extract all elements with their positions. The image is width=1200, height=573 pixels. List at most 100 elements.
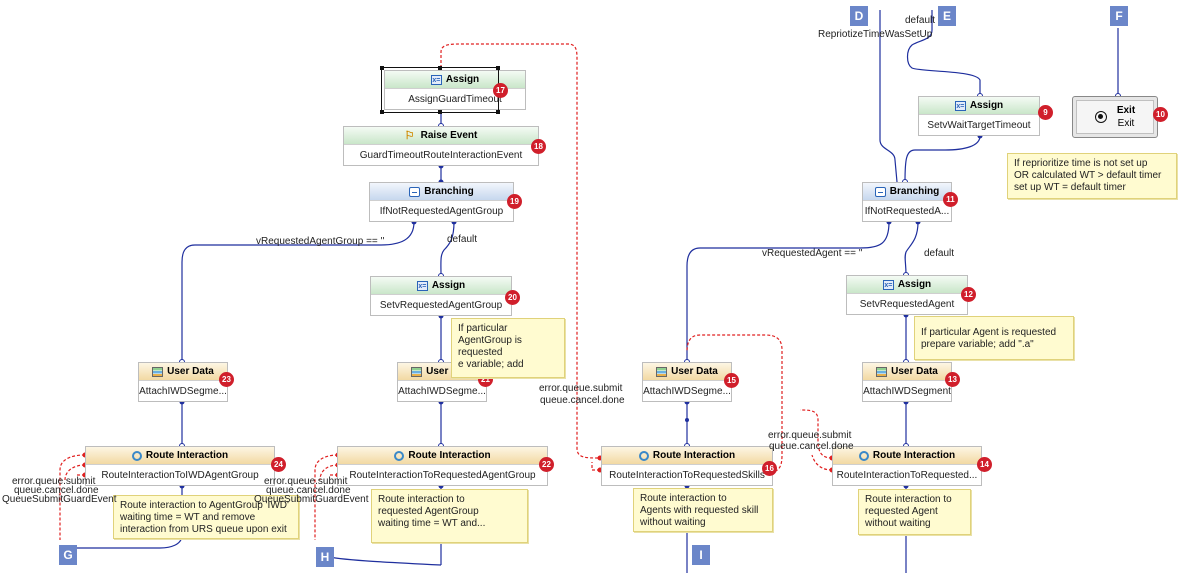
node-user-data-13[interactable]: User Data AttachIWDSegment: [862, 362, 952, 402]
node-user-data-23[interactable]: User Data AttachIWDSegme...: [138, 362, 228, 402]
node-badge: 17: [493, 83, 508, 98]
route-icon: [858, 450, 869, 461]
connector-h[interactable]: H: [316, 547, 334, 567]
route-icon: [638, 450, 649, 461]
error-label: QueueSubmitGuardEvent: [2, 494, 117, 505]
node-header: x=Assign: [371, 277, 511, 295]
error-label: error.queue.submit: [12, 476, 96, 487]
node-badge: 15: [724, 373, 739, 388]
node-header: User Data: [863, 363, 951, 381]
assign-icon: x=: [416, 280, 428, 291]
node-badge: 23: [219, 372, 234, 387]
error-label: queue.cancel.done: [14, 485, 99, 496]
node-assign-requested-agent-group[interactable]: x=Assign SetvRequestedAgentGroup: [370, 276, 512, 316]
default-label: default: [447, 234, 478, 245]
node-assign-guard-timeout[interactable]: x=Assign AssignGuardTimeout: [384, 70, 526, 110]
node-branching-agent-group[interactable]: Branching IfNotRequestedAgentGroup: [369, 182, 514, 222]
node-badge: 11: [943, 192, 958, 207]
node-assign-requested-agent[interactable]: x=Assign SetvRequestedAgent: [846, 275, 968, 315]
user-data-icon: [411, 366, 423, 377]
node-badge: 20: [505, 290, 520, 305]
node-name: RouteInteractionToRequestedAgentGroup: [349, 470, 536, 481]
error-label: error.queue.submit: [539, 383, 623, 394]
branching-icon: [409, 186, 421, 197]
node-header: Branching: [863, 183, 951, 201]
connector-g[interactable]: G: [59, 545, 77, 565]
user-data-icon: [152, 366, 164, 377]
error-label: queue.cancel.done: [266, 485, 351, 496]
node-badge: 22: [539, 457, 554, 472]
node-header: x=Assign: [385, 71, 525, 89]
node-header: Route Interaction: [86, 447, 274, 465]
user-data-icon: [656, 366, 668, 377]
error-label: queue.cancel.done: [540, 395, 625, 406]
note-agent-group: If particular AgentGroup is requested e …: [451, 318, 565, 378]
node-header: x=Assign: [919, 97, 1039, 115]
flag-icon: ⚐: [404, 129, 415, 142]
node-header: Route Interaction: [602, 447, 772, 465]
connector-f[interactable]: F: [1110, 6, 1128, 26]
node-name: SetvRequestedAgentGroup: [379, 300, 503, 311]
assign-icon: x=: [954, 100, 966, 111]
node-route-requested-agent-group[interactable]: Route Interaction RouteInteractionToRequ…: [337, 446, 548, 486]
assign-icon: x=: [430, 74, 442, 85]
node-branching-agent[interactable]: Branching IfNotRequestedA...: [862, 182, 952, 222]
node-name: RouteInteractionToRequested...: [836, 470, 978, 481]
node-badge: 18: [531, 139, 546, 154]
node-name: AttachIWDSegme...: [139, 386, 227, 397]
selection-frame: [380, 66, 500, 114]
node-badge: 24: [271, 457, 286, 472]
node-name: GuardTimeoutRouteInteractionEvent: [359, 150, 523, 161]
node-route-requested-agent[interactable]: Route Interaction RouteInteractionToRequ…: [832, 446, 982, 486]
node-header: x=Assign: [847, 276, 967, 294]
error-label: QueueSubmitGuardEvent: [254, 494, 369, 505]
node-name: IfNotRequestedAgentGroup: [379, 206, 504, 217]
route-icon: [131, 450, 142, 461]
node-user-data-15[interactable]: User Data AttachIWDSegme...: [642, 362, 732, 402]
node-header: Route Interaction: [338, 447, 547, 465]
note-route-24: Route interaction to AgentGroup 'IWD' wa…: [113, 495, 299, 539]
node-header: ⚐Raise Event: [344, 127, 538, 145]
node-header: Route Interaction: [833, 447, 981, 465]
node-badge: 12: [961, 287, 976, 302]
note-agent: If particular Agent is requested prepare…: [914, 316, 1074, 360]
route-icon: [394, 450, 405, 461]
node-badge: 14: [977, 457, 992, 472]
connector-i[interactable]: I: [692, 545, 710, 565]
condition-label: vRequestedAgent == '': [762, 248, 863, 259]
note-route-14: Route interaction to requested Agent wit…: [858, 489, 971, 535]
node-header: Branching: [370, 183, 513, 201]
note-route-16: Route interaction to Agents with request…: [633, 488, 773, 532]
node-name: RouteInteractionToRequestedSkills: [609, 470, 765, 481]
node-name: RouteInteractionToIWDAgentGroup: [101, 470, 259, 481]
node-header: User Data: [139, 363, 227, 381]
user-data-icon: [876, 366, 888, 377]
node-badge: 19: [507, 194, 522, 209]
error-label: error.queue.submit: [768, 430, 852, 441]
node-badge: 16: [762, 461, 777, 476]
note-timer: If reprioritize time is not set up OR ca…: [1007, 153, 1177, 199]
node-badge: 10: [1153, 107, 1168, 122]
node-route-requested-skills[interactable]: Route Interaction RouteInteractionToRequ…: [601, 446, 773, 486]
condition-label: vRequestedAgentGroup == '': [256, 236, 385, 247]
node-assign-wait-target-timeout[interactable]: x=Assign SetvWaitTargetTimeout: [918, 96, 1040, 136]
node-raise-event[interactable]: ⚐Raise Event GuardTimeoutRouteInteractio…: [343, 126, 539, 166]
node-route-iwd-agent-group[interactable]: Route Interaction RouteInteractionToIWDA…: [85, 446, 275, 486]
note-route-22: Route interaction to requested AgentGrou…: [371, 489, 528, 543]
exit-icon: [1094, 111, 1107, 123]
node-name: AttachIWDSegment: [863, 386, 951, 397]
connector-e[interactable]: E: [938, 6, 956, 26]
node-badge: 13: [945, 372, 960, 387]
node-name: IfNotRequestedA...: [864, 206, 950, 217]
node-name: SetvWaitTargetTimeout: [927, 120, 1031, 131]
connector-d[interactable]: D: [850, 6, 868, 26]
default-label: default: [924, 248, 955, 259]
assign-icon: x=: [882, 279, 894, 290]
default-label: default: [905, 15, 936, 26]
node-name: AttachIWDSegme...: [643, 386, 731, 397]
node-header: User Data: [643, 363, 731, 381]
node-badge: 9: [1038, 105, 1053, 120]
error-label: error.queue.submit: [264, 476, 348, 487]
